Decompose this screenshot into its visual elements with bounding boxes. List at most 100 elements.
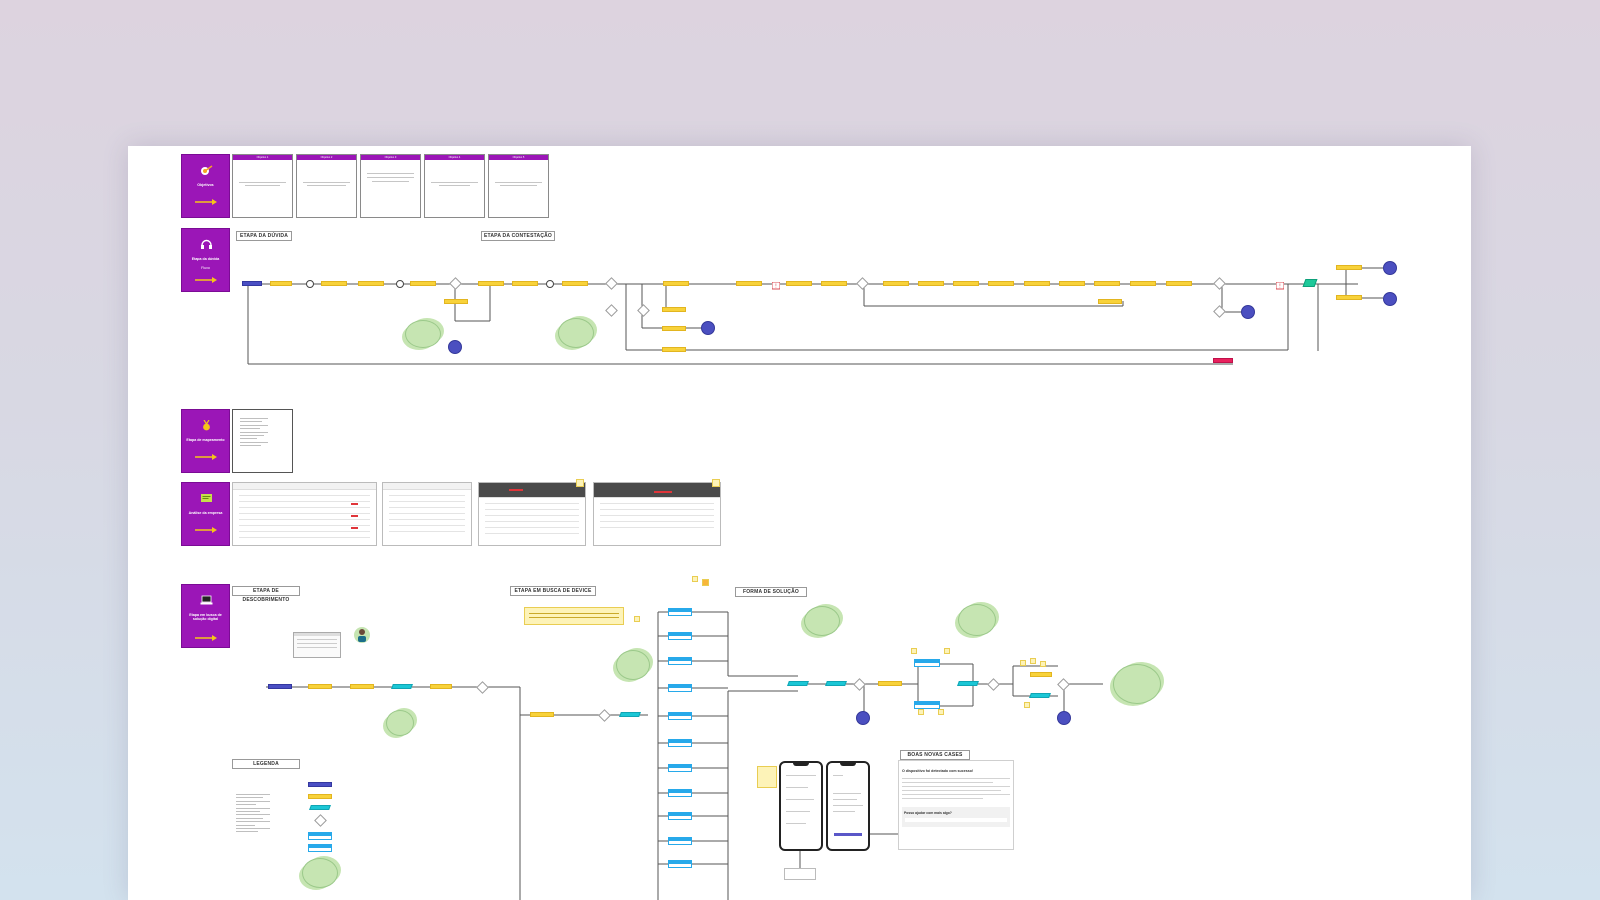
sticky-note[interactable] [692, 576, 698, 582]
flow-step-note[interactable] [1130, 281, 1156, 286]
flow-start-note[interactable] [242, 281, 262, 286]
sticky-note[interactable] [1020, 660, 1026, 666]
flow-step-note[interactable] [1059, 281, 1085, 286]
flow-step-note[interactable] [1098, 299, 1122, 304]
flow-step-note[interactable] [821, 281, 847, 286]
flow-step-note[interactable] [1336, 295, 1362, 300]
option-card[interactable] [668, 764, 692, 772]
flow-step-note[interactable] [663, 281, 689, 286]
handoff-parallelogram[interactable] [957, 681, 979, 686]
handoff-parallelogram[interactable] [1029, 693, 1051, 698]
insight-cloud[interactable] [405, 320, 441, 348]
device-screenshot-thumb[interactable] [293, 632, 341, 658]
flow-step-note[interactable] [350, 684, 374, 689]
objective-card[interactable]: Objetivo 5 [488, 154, 549, 218]
option-card[interactable] [914, 659, 940, 667]
handoff-parallelogram[interactable] [787, 681, 809, 686]
phone-mockup[interactable] [779, 761, 823, 851]
company-screenshot[interactable] [232, 482, 377, 546]
sticky-note[interactable] [1040, 661, 1046, 667]
flow-step-note[interactable] [1336, 265, 1362, 270]
flow-step-note[interactable] [662, 326, 686, 331]
handoff-parallelogram[interactable] [619, 712, 641, 717]
flow-step-note[interactable] [478, 281, 504, 286]
sticky-note[interactable] [634, 616, 640, 622]
flow-step-note[interactable] [308, 684, 332, 689]
sticky-note[interactable] [702, 579, 709, 586]
sticky-note[interactable] [938, 709, 944, 715]
end-node[interactable] [448, 340, 462, 354]
flow-step-note[interactable] [444, 299, 468, 304]
research-note[interactable] [524, 607, 624, 625]
alert-note[interactable] [1213, 358, 1233, 363]
section-card-duvida[interactable]: Etapa da dúvida Fluxo [181, 228, 230, 292]
section-card-mapeamento[interactable]: Etapa de mapeamento [181, 409, 230, 473]
objective-card[interactable]: Objetivo 4 [424, 154, 485, 218]
handoff-parallelogram[interactable] [825, 681, 847, 686]
flow-step-note[interactable] [358, 281, 384, 286]
sticky-note[interactable] [911, 648, 917, 654]
sticky-note[interactable] [1030, 658, 1036, 664]
flow-step-note[interactable] [321, 281, 347, 286]
insight-cloud[interactable] [558, 318, 594, 348]
sticky-note[interactable] [1024, 702, 1030, 708]
end-node[interactable] [1383, 292, 1397, 306]
mapping-checklist-card[interactable] [232, 409, 293, 473]
insight-cloud[interactable] [616, 650, 650, 680]
flow-step-note[interactable] [883, 281, 909, 286]
option-card[interactable] [668, 837, 692, 845]
flow-step-note[interactable] [988, 281, 1014, 286]
objective-card[interactable]: Objetivo 2 [296, 154, 357, 218]
handoff-parallelogram[interactable] [391, 684, 413, 689]
company-screenshot[interactable] [478, 482, 586, 546]
flow-step-note[interactable] [1024, 281, 1050, 286]
objective-card[interactable]: Objetivo 3 [360, 154, 421, 218]
sticky-note[interactable] [944, 648, 950, 654]
insight-cloud[interactable] [386, 710, 414, 736]
flow-step-note[interactable] [410, 281, 436, 286]
option-card[interactable] [668, 712, 692, 720]
document-answer-field[interactable] [905, 818, 1007, 822]
flow-step-note[interactable] [662, 347, 686, 352]
option-card[interactable] [668, 789, 692, 797]
section-card-analise[interactable]: Análise da empresa [181, 482, 230, 546]
flow-start-note[interactable] [268, 684, 292, 689]
option-card[interactable] [668, 860, 692, 868]
insight-cloud[interactable] [1113, 664, 1161, 704]
option-card[interactable] [668, 608, 692, 616]
flow-step-note[interactable] [736, 281, 762, 286]
end-node[interactable] [1383, 261, 1397, 275]
option-card[interactable] [668, 684, 692, 692]
objective-card[interactable]: Objetivo 1 [232, 154, 293, 218]
insight-cloud[interactable] [804, 606, 840, 636]
flow-step-note[interactable] [918, 281, 944, 286]
flow-step-note[interactable] [786, 281, 812, 286]
sticky-note[interactable] [757, 766, 777, 788]
flow-step-note[interactable] [530, 712, 554, 717]
option-card[interactable] [668, 739, 692, 747]
flow-step-note[interactable] [562, 281, 588, 286]
sticky-note[interactable] [576, 479, 584, 487]
flow-step-note[interactable] [953, 281, 979, 286]
flow-step-note[interactable] [512, 281, 538, 286]
section-card-objetivos[interactable]: Objetivos [181, 154, 230, 218]
section-card-solucao-digital[interactable]: Etapa em busca de solução digital [181, 584, 230, 648]
option-card[interactable] [668, 812, 692, 820]
end-node[interactable] [701, 321, 715, 335]
whiteboard-canvas[interactable]: Objetivos Objetivo 1 Objetivo 2 Objetivo… [128, 146, 1471, 900]
option-card[interactable] [914, 701, 940, 709]
end-node[interactable] [1241, 305, 1255, 319]
phone-mockup[interactable] [826, 761, 870, 851]
sticky-note[interactable] [918, 709, 924, 715]
phone-primary-button[interactable] [834, 833, 862, 836]
flow-step-note[interactable] [1094, 281, 1120, 286]
option-card[interactable] [668, 632, 692, 640]
end-node[interactable] [1057, 711, 1071, 725]
sticky-note[interactable] [712, 479, 720, 487]
caption-note[interactable] [784, 868, 816, 880]
option-card[interactable] [668, 657, 692, 665]
insight-cloud[interactable] [958, 604, 996, 636]
flow-step-note[interactable] [430, 684, 452, 689]
flow-step-note[interactable] [270, 281, 292, 286]
end-node[interactable] [856, 711, 870, 725]
